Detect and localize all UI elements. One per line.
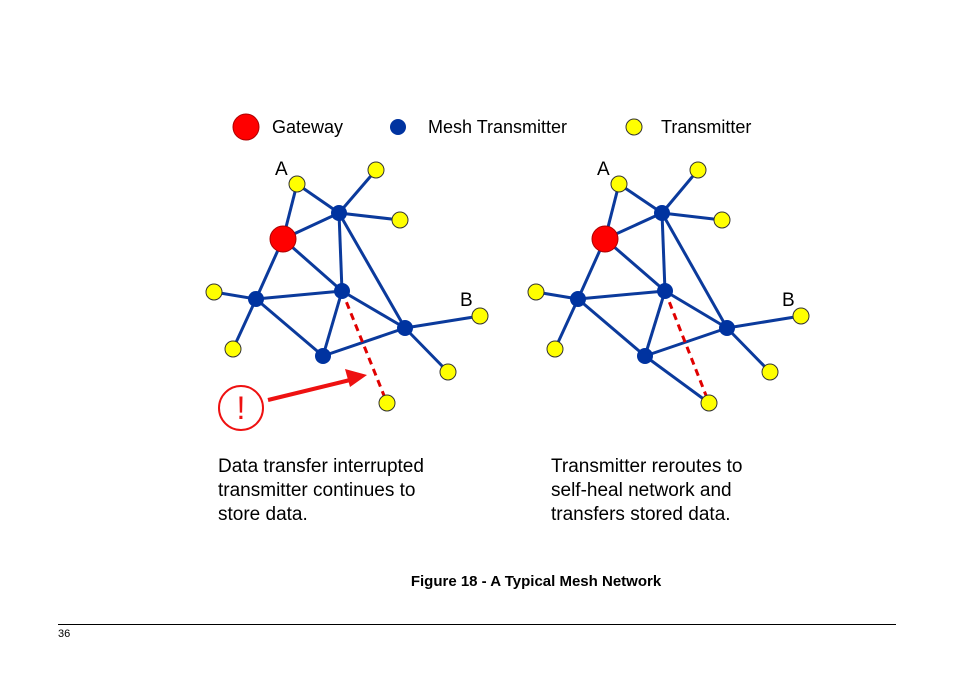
link [726, 314, 802, 330]
link [725, 326, 772, 374]
caption-line: transmitter continues to [218, 480, 416, 501]
mesh-node [570, 291, 586, 307]
mesh-node [657, 283, 673, 299]
broken-link [340, 290, 389, 404]
link [577, 297, 646, 358]
link [577, 289, 666, 301]
left-label-b: B [460, 290, 473, 311]
transmitter-node [713, 211, 731, 229]
right-mesh-nodes [570, 205, 735, 364]
right-label-b: B [782, 290, 795, 311]
mesh-node [397, 320, 413, 336]
mesh-node [331, 205, 347, 221]
mesh-node [719, 320, 735, 336]
right-network [527, 161, 810, 412]
transmitter-node-a [610, 175, 628, 193]
link [660, 212, 667, 292]
alert-arrow-head [345, 369, 367, 387]
figure-caption: Figure 18 - A Typical Mesh Network [410, 573, 662, 590]
mesh-node [334, 283, 350, 299]
link [231, 298, 258, 350]
gateway-node [591, 225, 619, 253]
right-caption: Transmitter reroutes to self-heal networ… [551, 455, 742, 527]
link [404, 314, 481, 330]
transmitter-node [439, 363, 457, 381]
link [255, 289, 343, 301]
link [322, 326, 406, 358]
transmitter-node [391, 211, 409, 229]
mesh-node [654, 205, 670, 221]
alert-arrow [267, 378, 351, 402]
transmitter-node [546, 340, 564, 358]
transmitter-node [367, 161, 385, 179]
caption-line: store data. [218, 504, 308, 525]
link [296, 182, 340, 215]
mesh-node [248, 291, 264, 307]
footer-rule [58, 624, 896, 625]
rerouted-link [644, 354, 710, 405]
legend-mesh-label: Mesh Transmitter [428, 117, 568, 137]
transmitter-node-b [792, 307, 810, 325]
caption-line: self-heal network and [551, 480, 732, 501]
alert-symbol: ! [236, 390, 246, 426]
gateway-node [269, 225, 297, 253]
link [337, 212, 407, 329]
link [255, 297, 324, 358]
left-mesh-nodes [248, 205, 413, 364]
transmitter-node [205, 283, 223, 301]
mesh-node [637, 348, 653, 364]
page-number: 36 [58, 628, 71, 640]
legend-transmitter-icon [625, 118, 643, 136]
legend-transmitter-label: Transmitter [661, 117, 752, 137]
link [664, 289, 728, 330]
left-label-a: A [275, 159, 288, 180]
link [618, 182, 663, 215]
link [661, 211, 723, 222]
left-links [213, 169, 481, 374]
link [337, 169, 378, 214]
caption-line: Transmitter reroutes to [551, 456, 743, 477]
link [341, 289, 406, 330]
transmitter-node [527, 283, 545, 301]
link [403, 326, 450, 374]
caption-line: Data transfer interrupted [218, 456, 424, 477]
rerouted-transmitter-node [700, 394, 718, 412]
link [644, 326, 728, 358]
link [660, 169, 700, 214]
transmitter-node [224, 340, 242, 358]
left-network [205, 161, 489, 431]
legend-gateway-icon [232, 113, 260, 141]
transmitter-node-a [288, 175, 306, 193]
legend-mesh-icon [390, 119, 406, 135]
transmitter-node [689, 161, 707, 179]
link [553, 298, 580, 350]
broken-link [663, 290, 711, 404]
link [643, 290, 667, 357]
right-transmitters [527, 161, 810, 412]
right-label-a: A [597, 159, 610, 180]
mesh-node [315, 348, 331, 364]
transmitter-node-b [471, 307, 489, 325]
transmitter-node [761, 363, 779, 381]
link [337, 212, 344, 292]
caption-line: transfers stored data. [551, 504, 731, 525]
link [338, 211, 401, 222]
isolated-transmitter-node [378, 394, 396, 412]
left-caption: Data transfer interrupted transmitter co… [218, 455, 424, 527]
link [321, 290, 344, 357]
alert-icon [218, 385, 264, 431]
link [660, 212, 729, 329]
left-transmitters [205, 161, 489, 412]
legend-gateway-label: Gateway [272, 117, 344, 137]
